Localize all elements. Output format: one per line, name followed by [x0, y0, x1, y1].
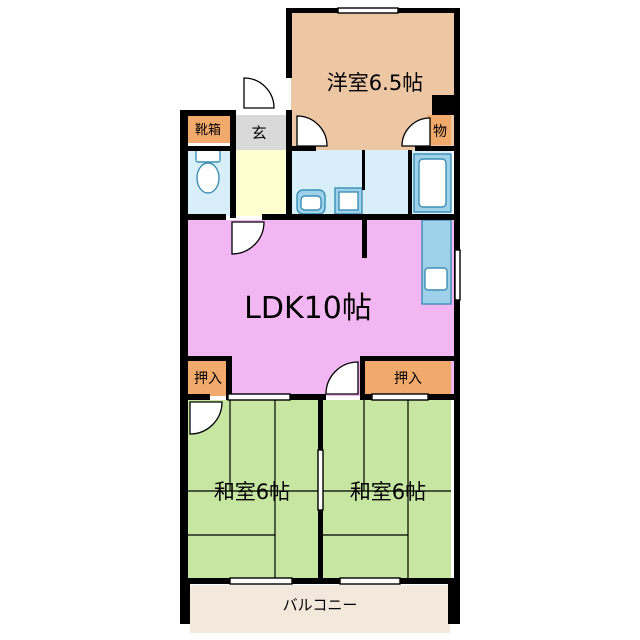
western-room-label: 洋室6.5帖	[327, 71, 423, 95]
shoe-closet-label: 靴箱	[195, 122, 221, 138]
japanese-room-right-floor	[322, 400, 451, 580]
washing-machine-fixture	[334, 187, 363, 215]
closet-right	[364, 360, 451, 396]
entrance-floor	[234, 115, 286, 151]
windows	[227, 7, 461, 585]
bathtub-fixture	[413, 153, 452, 213]
balcony-floor	[190, 585, 450, 633]
tatami-lines-right	[322, 400, 451, 580]
storage-label: 物	[433, 124, 447, 140]
washbasin-fixture	[296, 189, 326, 215]
shoe-closet	[186, 115, 230, 143]
japanese-room-right-label: 和室6帖	[350, 480, 426, 504]
closet-left	[186, 360, 231, 396]
storage-closet	[427, 115, 451, 145]
door-swings	[189, 77, 431, 435]
toilet-fixture	[195, 149, 221, 194]
closet-left-label: 押入	[194, 371, 222, 387]
japanese-room-left-floor	[186, 400, 318, 580]
tatami-lines-left	[186, 400, 318, 580]
entrance-label: 玄	[251, 124, 266, 142]
ldk-label: LDK10帖	[244, 291, 372, 326]
kitchen-counter	[421, 219, 452, 305]
balcony-label: バルコニー	[283, 596, 358, 614]
hall-floor	[234, 150, 286, 216]
closet-right-label: 押入	[394, 371, 422, 387]
japanese-room-left-label: 和室6帖	[214, 480, 290, 504]
